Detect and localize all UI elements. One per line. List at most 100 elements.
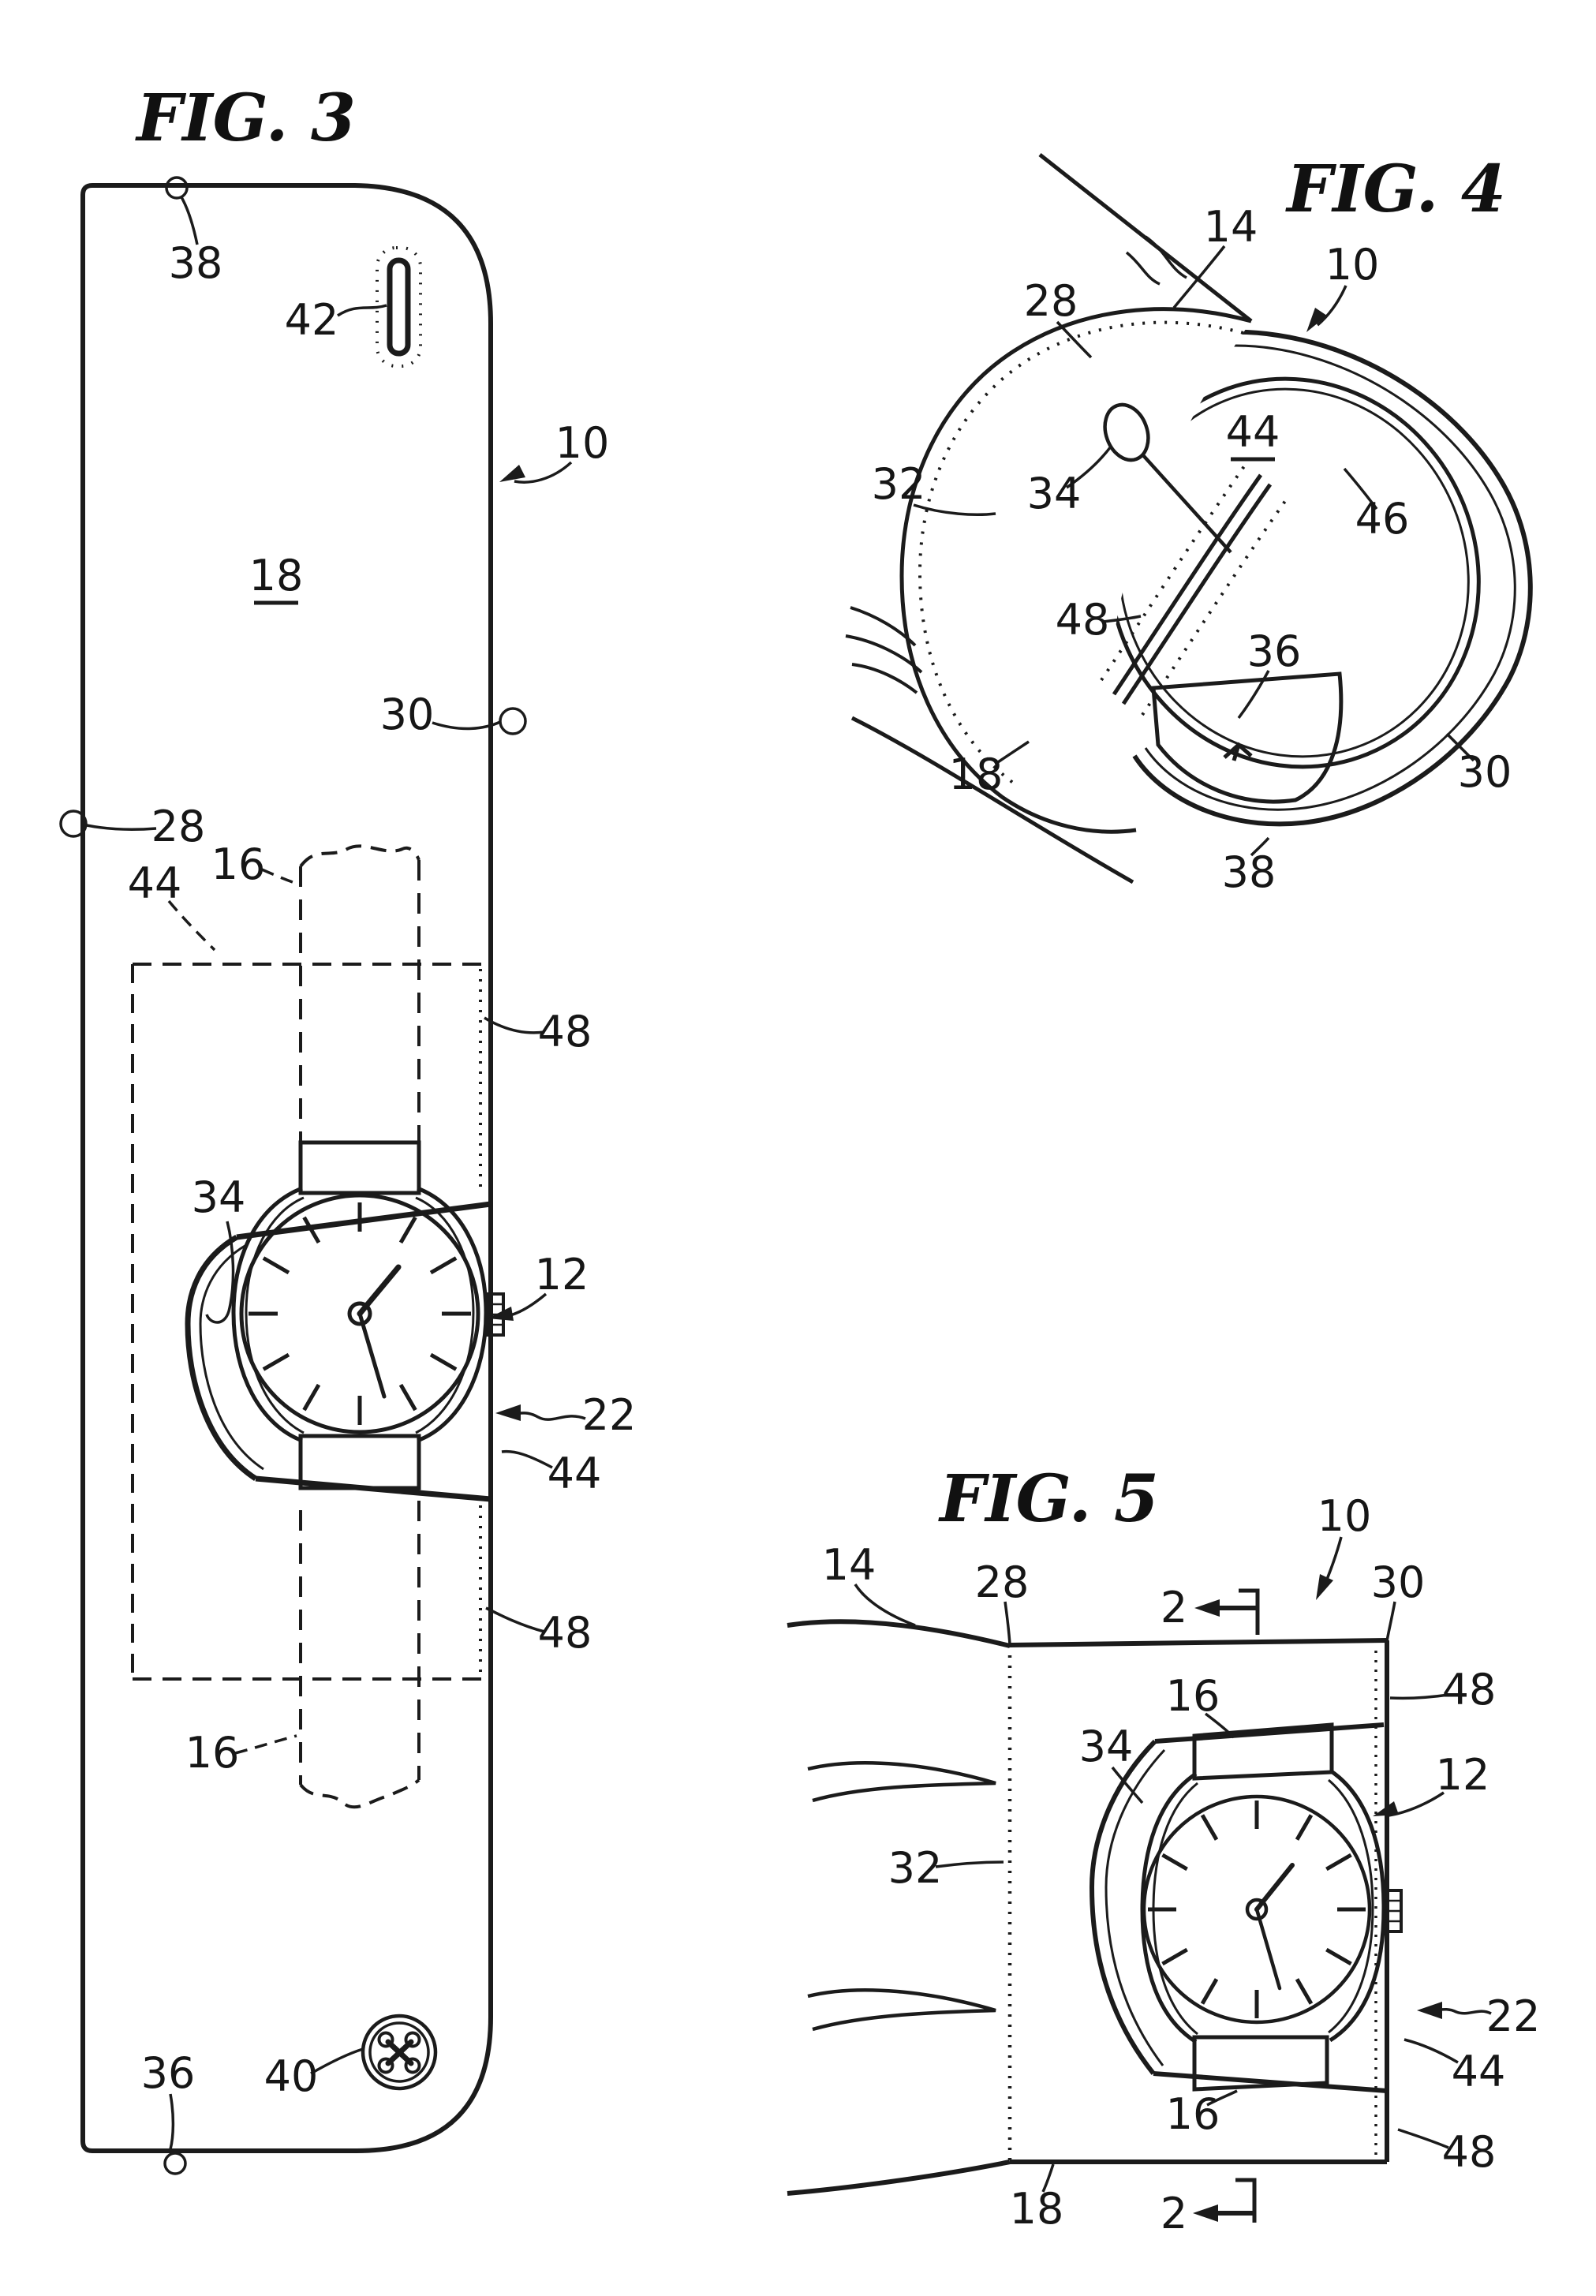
fig3-ref-48-lower: 48 [538,1608,592,1658]
fig5-arrow-22 [1417,2002,1442,2019]
fig5-group: FIG. 5 [787,1461,1540,2238]
fig3-arrow-12 [488,1307,514,1321]
fig3-watch-dial [239,1193,480,1434]
fig4-arrow-10 [1306,308,1327,332]
fig5-case-right-inner [1328,1778,1374,2034]
fig4-opening-inner [1118,387,1470,758]
fig5-leaders [854,1536,1492,2193]
fig4-arm-hair-1 [1125,251,1161,286]
fig3-button [361,2014,438,2091]
fig5-ref-28: 28 [975,1557,1030,1607]
fig4-ref-30: 30 [1458,747,1512,797]
fig5-section-marker-top: 2 [1161,1583,1260,1635]
fig5-ref-18: 18 [1010,2184,1064,2234]
fig4-ref-44: 44 [1226,407,1280,457]
fig5-ref-14: 14 [822,1540,876,1590]
fig3-ref-16-lower: 16 [185,1728,240,1778]
fig3-title: FIG. 3 [135,80,356,156]
fig3-minute-hand [357,1311,387,1399]
fig3-case-right-inner [415,1196,475,1434]
fig5-watch-strap-bottom [1192,2035,1329,2092]
fig5-section-top-label: 2 [1161,1583,1187,1632]
fig3-ref-42: 42 [285,295,339,345]
fig3-ref-30: 30 [380,690,435,739]
fig4-opening-outer [1107,376,1481,769]
fig3-watch-strap-bottom [298,1434,421,1490]
fig4-ref-32: 32 [872,459,926,509]
fig4-ref-28: 28 [1024,276,1078,326]
fig4-front-panel-fill [902,309,1251,833]
fig3-buttonhole-slot [387,257,411,357]
fig4-group: FIG. 4 [845,151,1533,897]
fig5-arrow-10 [1316,1574,1333,1600]
fig5-watch-dial [1142,1794,1372,2025]
fig5-watch [1140,1722,1403,2092]
fig4-front-panel-edge [899,307,1252,834]
fig5-ref-10: 10 [1318,1491,1372,1541]
fig4-title: FIG. 4 [1285,151,1506,227]
fig5-arm-upper [787,1619,1011,1648]
fig4-ref-48: 48 [1056,595,1110,645]
fig4-flap [1151,671,1344,804]
fig3-ref-12: 12 [535,1250,589,1299]
fig3-leaders [59,176,586,2175]
fig4-ref-34: 34 [1027,469,1082,518]
fig4-arm-hair-2 [1145,235,1187,279]
fig4-arm-lower [850,716,1134,884]
fig4-ref-14: 14 [1204,202,1258,252]
fig5-ref-48-upper: 48 [1442,1665,1497,1715]
fig3-ref-40: 40 [264,2051,319,2101]
fig3-ref-44-lower: 44 [548,1449,602,1498]
fig3-ref-10: 10 [555,418,610,468]
fig5-case-right-outer [1329,1768,1386,2043]
fig3-dial-ticks [249,1202,471,1425]
fig4-ref-38: 38 [1222,847,1276,897]
fig3-ref-36: 36 [141,2048,196,2098]
fig3-ref-48-upper: 48 [538,1007,592,1056]
fig4-leaders [913,245,1475,857]
fig3-ref-34: 34 [192,1172,246,1222]
fig5-hand-hub [1245,1898,1269,1921]
fig4-pocket-fold-line [1141,453,1232,554]
fig5-wrist-hairs [807,1761,996,2032]
fig4-pocket-loop [1103,402,1150,462]
fig4-ref-10: 10 [1325,240,1380,290]
fig4-ref-46: 46 [1355,494,1410,544]
fig3-watch [231,1140,505,1490]
fig5-ref-16-lower: 16 [1166,2089,1220,2139]
fig5-ref-44: 44 [1452,2047,1506,2096]
fig4-ref-18: 18 [949,750,1004,799]
fig3-ref-44-upper: 44 [128,858,182,908]
fig4-flap-stitch-mark [1223,742,1253,761]
fig5-title: FIG. 5 [938,1461,1159,1537]
fig4-wrist-hairs [845,606,923,694]
fig5-minute-hand [1254,1907,1282,1991]
fig4-band-outer [1091,329,1533,827]
fig5-section-bottom-label: 2 [1161,2189,1187,2238]
fig3-arrow-10 [499,465,525,482]
fig5-ref-32: 32 [888,1843,943,1893]
fig3-watch-strap-top [298,1140,421,1195]
fig5-arm-lower [787,2160,1011,2196]
fig3-ref-28: 28 [151,802,206,851]
fig3-case-left-inner [245,1196,305,1434]
fig3-ref-16-upper: 16 [211,839,266,889]
fig5-section-marker-bottom: 2 [1161,2178,1257,2238]
fig3-hidden-strap [299,844,420,1809]
fig4-band-outer-inner-line [1102,344,1516,811]
fig5-ref-22: 22 [1486,1991,1541,2041]
fig3-hand-hub [347,1301,372,1326]
fig3-ref-38: 38 [169,238,223,288]
fig3-case-left-outer [231,1186,303,1443]
fig5-ref-48-lower: 48 [1442,2127,1497,2177]
fig3-ref-22: 22 [582,1390,637,1440]
fig5-ref-16-upper: 16 [1166,1671,1220,1721]
fig5-crown [1382,1889,1403,1933]
fig3-band-outline [80,183,493,2153]
fig5-ref-34: 34 [1079,1722,1134,1771]
fig5-dial-ticks [1148,1801,1366,2018]
fig5-ref-30: 30 [1371,1557,1426,1607]
fig5-arrow-12 [1373,1801,1399,1816]
